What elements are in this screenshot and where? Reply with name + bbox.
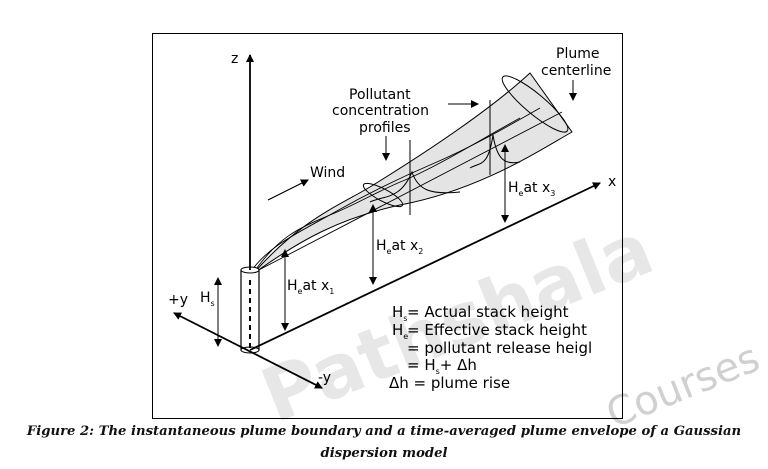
concentration-profile-1 — [369, 170, 461, 203]
he-x3-label: Heat x3 — [508, 180, 555, 198]
pollutant-label-line2: concentration — [332, 103, 429, 119]
legend-he: He= Effective stack height — [392, 321, 587, 341]
legend-hs: Hs= Actual stack height — [392, 303, 569, 323]
pollutant-label-line1: Pollutant — [349, 87, 411, 103]
legend-line3: = pollutant release heigl — [407, 339, 592, 357]
figure-frame — [152, 33, 623, 419]
legend-line4: = Hs+ Δh — [407, 356, 477, 376]
wind-label: Wind — [310, 165, 345, 181]
cross-section-x3 — [501, 75, 569, 133]
pollutant-label-line3: profiles — [359, 120, 411, 136]
he-x1-label: Heat x1 — [287, 278, 334, 296]
plus-y-axis-label: +y — [168, 292, 188, 308]
figure-caption-line2: dispersion model — [320, 446, 448, 461]
x-axis-label: x — [608, 174, 616, 190]
figure-caption-line1: Figure 2: The instantaneous plume bounda… — [26, 424, 742, 439]
plume-centerline-label-line2: centerline — [541, 63, 611, 79]
legend-line5: Δh = plume rise — [389, 374, 510, 392]
plume-centerline-line — [254, 111, 563, 273]
wind-arrow — [267, 179, 309, 201]
cross-section-x2 — [362, 182, 404, 208]
plume-centerline-label-line1: Plume — [556, 46, 599, 62]
he-x2-label: Heat x2 — [376, 238, 423, 256]
y-axis — [173, 312, 323, 389]
hs-label: Hs — [200, 290, 215, 308]
z-axis-label: z — [231, 51, 238, 67]
minus-y-axis-label: -y — [318, 370, 331, 386]
